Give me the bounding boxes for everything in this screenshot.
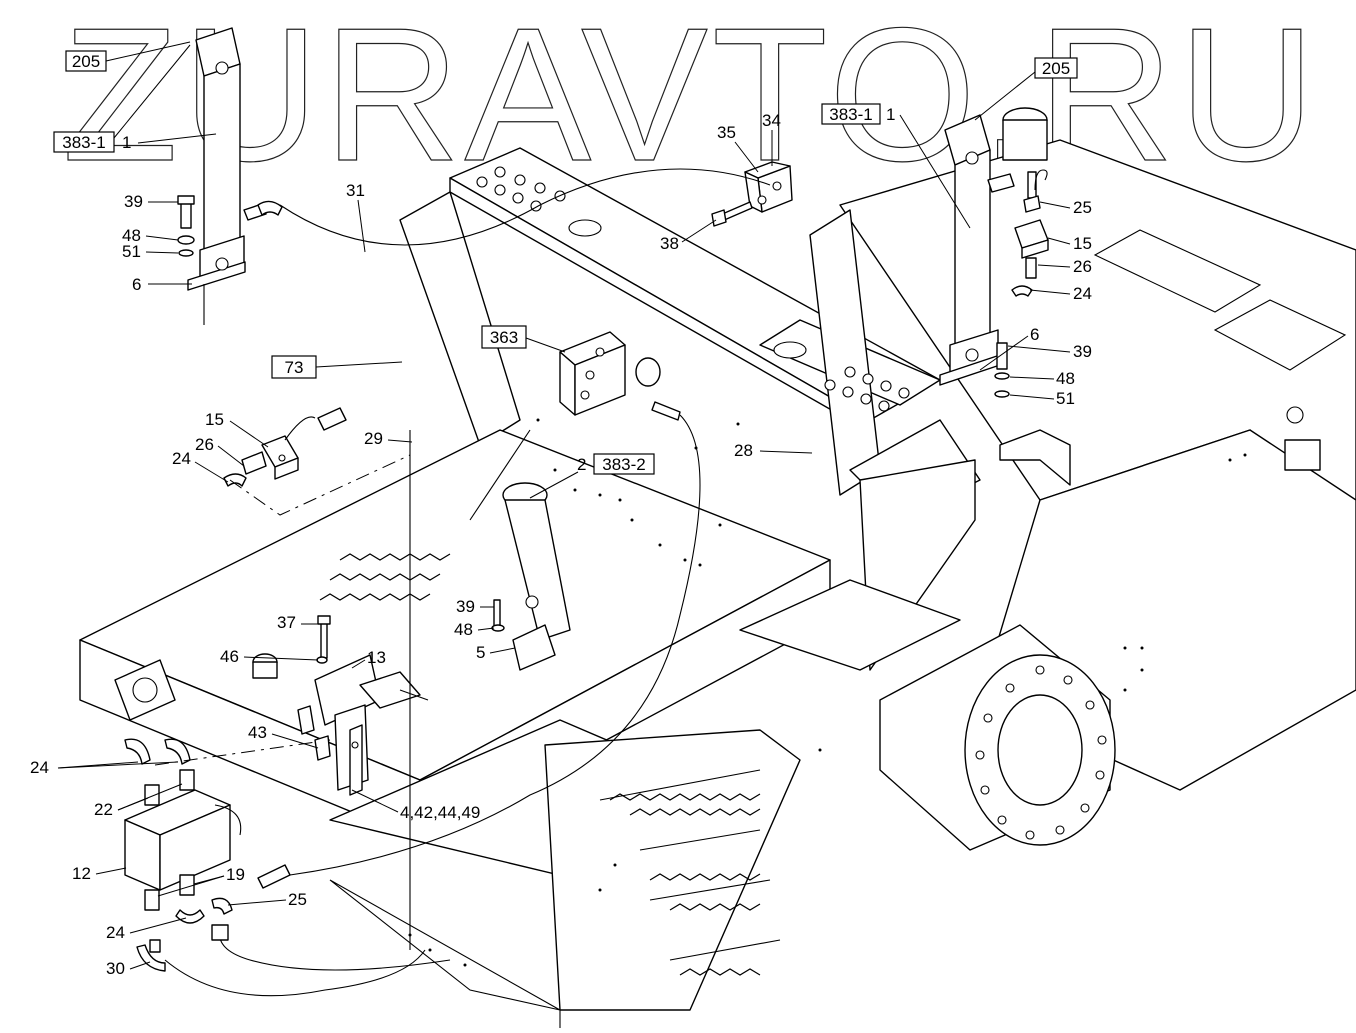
left-hydraulic-cylinder (187, 27, 283, 325)
right-hydraulic-cylinder (939, 114, 1015, 386)
callout-22: 22 (94, 800, 113, 819)
left-valve-fittings (223, 407, 411, 516)
callout-31: 31 (346, 181, 365, 200)
svg-text:383-1: 383-1 (829, 105, 872, 124)
callout-24-bottom-left: 24 (30, 758, 49, 777)
callout-46: 46 (220, 647, 239, 666)
callout-25-top: 25 (1073, 198, 1092, 217)
callout-6-right: 6 (1030, 325, 1039, 344)
callout-30: 30 (106, 959, 125, 978)
callout-26-right: 26 (1073, 257, 1092, 276)
callout-19: 19 (226, 865, 245, 884)
watermark-text: ZURAVTO.RU (62, 0, 1319, 201)
svg-text:73: 73 (285, 358, 304, 377)
boxed-ref-383-1-right: 383-1 (821, 103, 881, 125)
callout-2: 2 (577, 455, 586, 474)
callout-15-left: 15 (205, 410, 224, 429)
callout-48-mid: 48 (454, 620, 473, 639)
chassis-frame (79, 107, 1356, 1028)
svg-text:383-2: 383-2 (602, 455, 645, 474)
callout-34: 34 (762, 111, 781, 130)
boxed-ref-205-left: 205 (65, 50, 107, 72)
callout-39-left: 39 (124, 192, 143, 211)
callout-12: 12 (72, 864, 91, 883)
svg-text:205: 205 (72, 52, 100, 71)
callout-43: 43 (248, 723, 267, 742)
callout-51-left: 51 (122, 242, 141, 261)
callout-24-left: 24 (172, 449, 191, 468)
callout-39-mid: 39 (456, 597, 475, 616)
boxed-ref-383-2: 383-2 (593, 453, 655, 475)
callout-35: 35 (717, 123, 736, 142)
hydraulic-hoses (279, 168, 771, 950)
boxed-ref-205-right: 205 (1034, 57, 1078, 79)
boxed-ref-363: 363 (481, 325, 527, 349)
rivet-dots (408, 418, 1247, 967)
callout-29: 29 (364, 429, 383, 448)
right-valve-fittings (994, 169, 1049, 398)
callout-48-left: 48 (122, 226, 141, 245)
callout-24-right: 24 (1073, 284, 1092, 303)
callout-4-42-44-49: 4,42,44,49 (400, 803, 480, 822)
callout-15-right: 15 (1073, 234, 1092, 253)
callout-1-left: 1 (122, 133, 131, 152)
manifold-block-363 (559, 331, 681, 421)
callout-24-bottom: 24 (106, 923, 125, 942)
callout-5: 5 (476, 643, 485, 662)
svg-text:383-1: 383-1 (62, 133, 105, 152)
brake-pedal-assembly (491, 482, 571, 671)
left-bolt-washers (177, 195, 195, 257)
callout-1-right: 1 (886, 105, 895, 124)
callout-48-right: 48 (1056, 369, 1075, 388)
boxed-ref-73: 73 (271, 355, 317, 379)
callout-38: 38 (660, 234, 679, 253)
svg-text:205: 205 (1042, 59, 1070, 78)
callout-6-left: 6 (132, 275, 141, 294)
callout-39-right: 39 (1073, 342, 1092, 361)
filter-block-12 (124, 738, 451, 997)
callout-26-left: 26 (195, 435, 214, 454)
manifold-block-34 (711, 161, 793, 227)
boxed-ref-383-1-left: 383-1 (53, 131, 115, 153)
svg-text:363: 363 (490, 328, 518, 347)
callout-28: 28 (734, 441, 753, 460)
callout-37: 37 (277, 613, 296, 632)
callout-51-right: 51 (1056, 389, 1075, 408)
callout-13: 13 (367, 648, 386, 667)
callout-25-bottom: 25 (288, 890, 307, 909)
